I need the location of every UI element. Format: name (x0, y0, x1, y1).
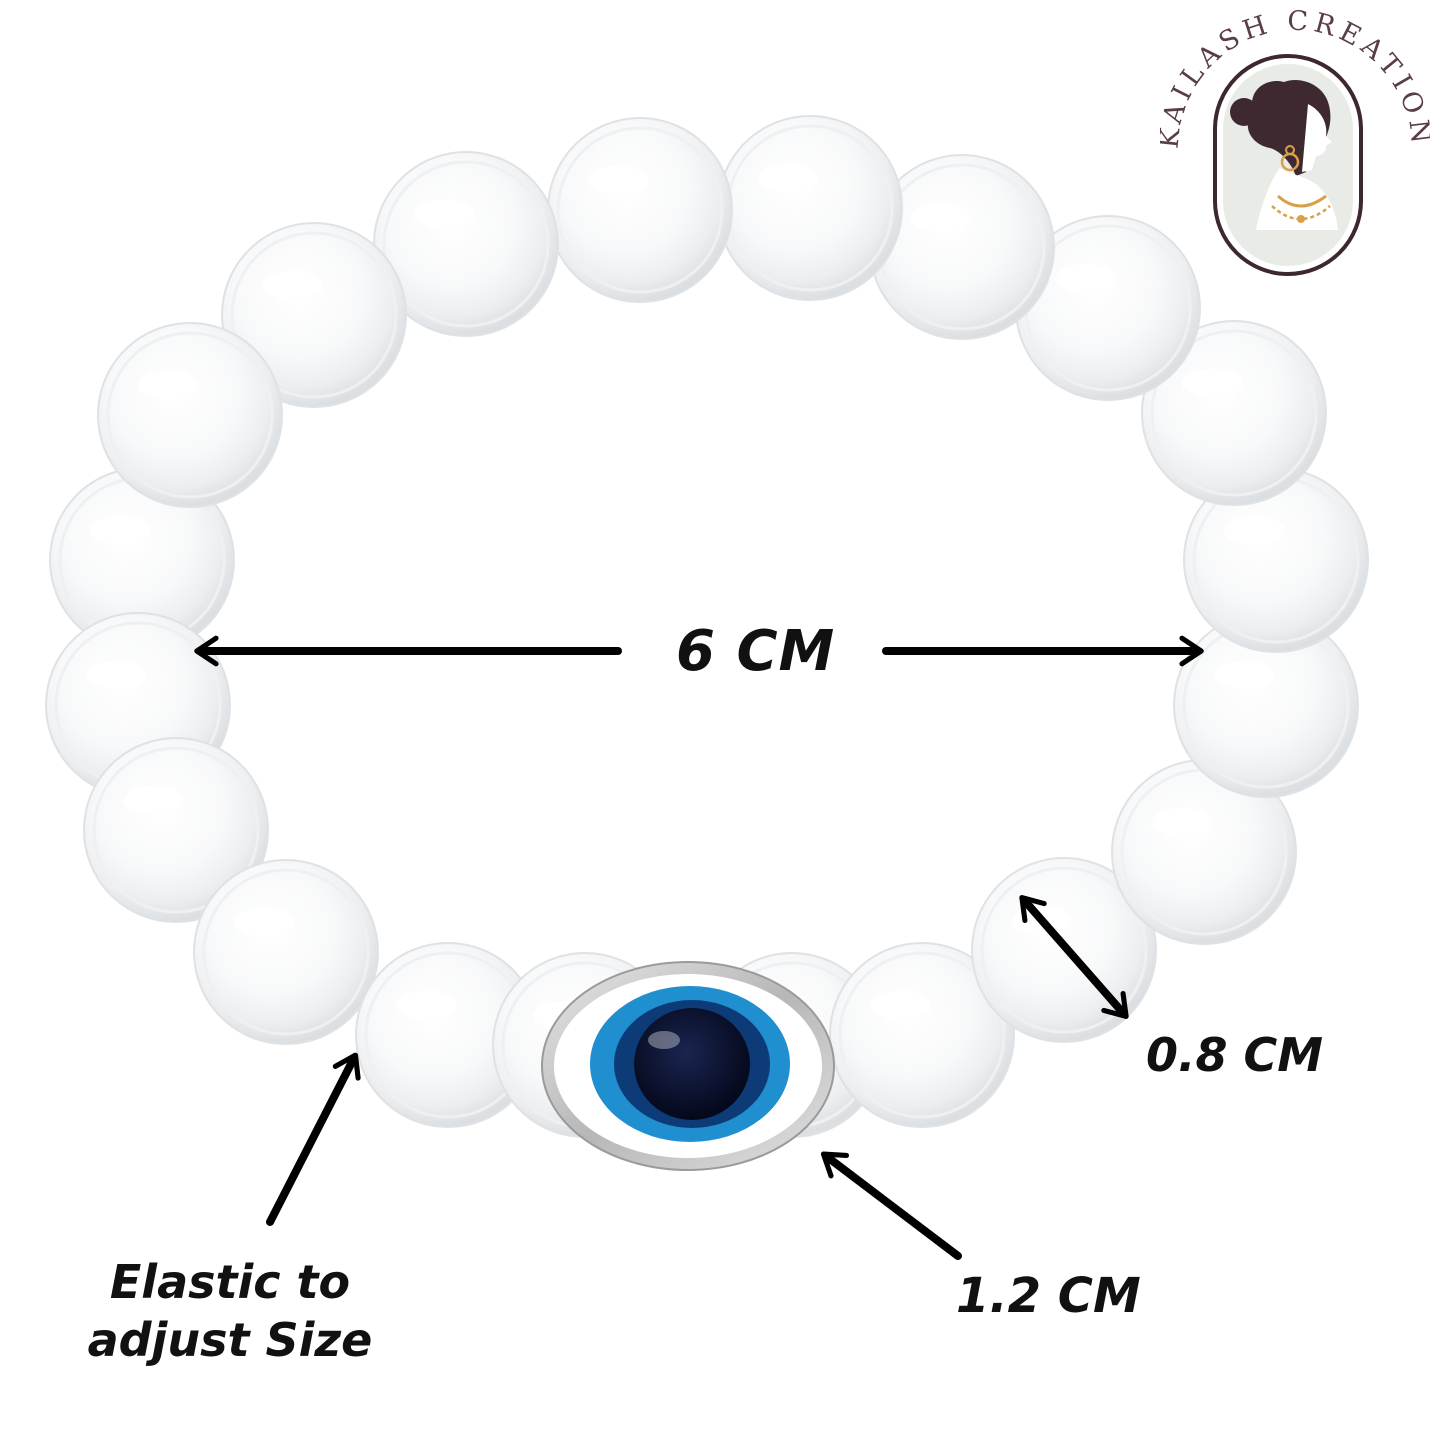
crystal-bead (1015, 215, 1201, 401)
crystal-bead (221, 222, 407, 408)
crystal-bead (1141, 320, 1327, 506)
crystal-bead (49, 467, 235, 653)
evil-eye-charm (541, 961, 835, 1171)
charm-highlight (648, 1031, 680, 1049)
crystal-bead (373, 151, 559, 337)
crystal-bead (1173, 612, 1359, 798)
crystal-bead (97, 322, 283, 508)
elastic-arrow (266, 1052, 361, 1226)
crystal-bead (547, 117, 733, 303)
crystal-bead (869, 154, 1055, 340)
crystal-bead (193, 859, 379, 1045)
bracelet-width-label: 6 CM (676, 619, 836, 684)
charm-size-arrow (820, 1151, 962, 1260)
bead-size-arrow (1019, 895, 1129, 1019)
crystal-bead (829, 942, 1015, 1128)
crystal-bead (83, 737, 269, 923)
elastic-note-label: Elastic to adjust Size (87, 1255, 373, 1367)
bead-size-label: 0.8 CM (1146, 1028, 1324, 1082)
charm-pupil (634, 1008, 750, 1120)
brand-logo: KAILASH CREATION (1160, 6, 1430, 276)
crystal-bead (717, 115, 903, 301)
woman-portrait-icon (1230, 80, 1338, 230)
measurement-arrows (194, 635, 1204, 1260)
charm-size-label: 1.2 CM (956, 1268, 1141, 1324)
